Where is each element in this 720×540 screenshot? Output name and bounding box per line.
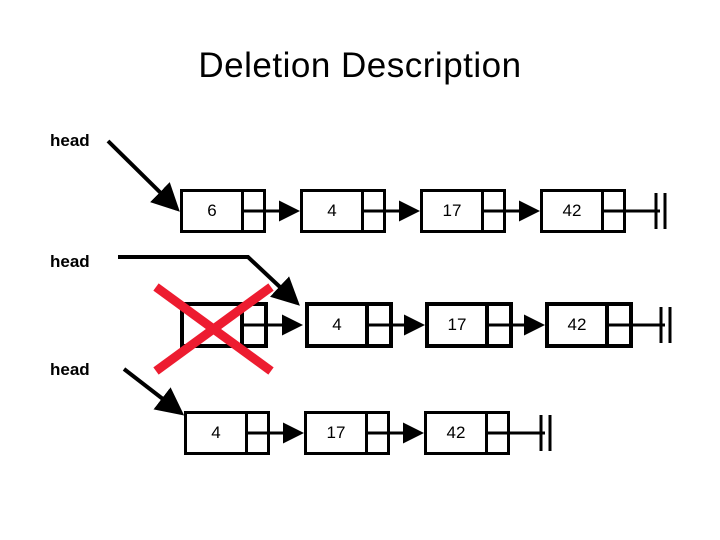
node-pointer-cell-row1-2 xyxy=(481,192,503,230)
pointer-stub-icon xyxy=(484,209,503,213)
node-value-row1-0: 6 xyxy=(207,201,217,220)
list-node-row3-0: 4 xyxy=(184,411,270,455)
delete-cross-icon-stroke2 xyxy=(153,283,274,375)
pointer-stub-icon xyxy=(369,323,389,327)
node-pointer-cell-row3-0 xyxy=(245,414,267,452)
head-label-row2: head xyxy=(50,252,90,271)
node-pointer-cell-row2-3 xyxy=(605,306,629,344)
list-node-row1-0: 6 xyxy=(180,189,266,233)
node-pointer-cell-row1-0 xyxy=(241,192,263,230)
head-label-row3: head xyxy=(50,360,90,379)
list-node-row3-1: 17 xyxy=(304,411,390,455)
node-value-row2-3: 42 xyxy=(567,315,587,334)
pointer-stub-icon xyxy=(604,209,623,213)
pointer-stub-icon xyxy=(368,431,387,435)
node-pointer-cell-row3-2 xyxy=(485,414,507,452)
pointer-stub-icon xyxy=(364,209,383,213)
head-label-row1: head xyxy=(50,131,90,150)
node-pointer-cell-row1-1 xyxy=(361,192,383,230)
head-arrow-row1 xyxy=(106,139,180,212)
list-node-row2-3: 42 xyxy=(545,302,633,348)
node-pointer-cell-row1-3 xyxy=(601,192,623,230)
node-value-row1-1: 4 xyxy=(327,201,337,220)
head-arrow-row2 xyxy=(118,255,300,306)
node-pointer-cell-row2-1 xyxy=(365,306,389,344)
pointer-stub-icon xyxy=(488,431,507,435)
list-node-row2-2: 17 xyxy=(425,302,513,348)
node-value-row1-3: 42 xyxy=(562,201,582,220)
node-value-row2-1: 4 xyxy=(332,315,342,334)
pointer-stub-icon xyxy=(489,323,509,327)
node-pointer-cell-row2-2 xyxy=(485,306,509,344)
node-value-row2-2: 17 xyxy=(447,315,467,334)
list-node-row1-2: 17 xyxy=(420,189,506,233)
node-pointer-cell-row2-0 xyxy=(240,306,264,344)
node-value-row3-1: 17 xyxy=(326,423,346,442)
node-value-row1-2: 17 xyxy=(442,201,462,220)
node-pointer-cell-row3-1 xyxy=(365,414,387,452)
pointer-stub-icon xyxy=(609,323,629,327)
pointer-stub-icon xyxy=(248,431,267,435)
list-node-row1-3: 42 xyxy=(540,189,626,233)
node-value-row3-2: 42 xyxy=(446,423,466,442)
node-value-row3-0: 4 xyxy=(211,423,221,442)
pointer-stub-icon xyxy=(244,209,263,213)
pointer-stub-icon xyxy=(244,323,264,327)
page-title: Deletion Description xyxy=(198,46,522,85)
head-arrow-row3 xyxy=(122,367,185,416)
